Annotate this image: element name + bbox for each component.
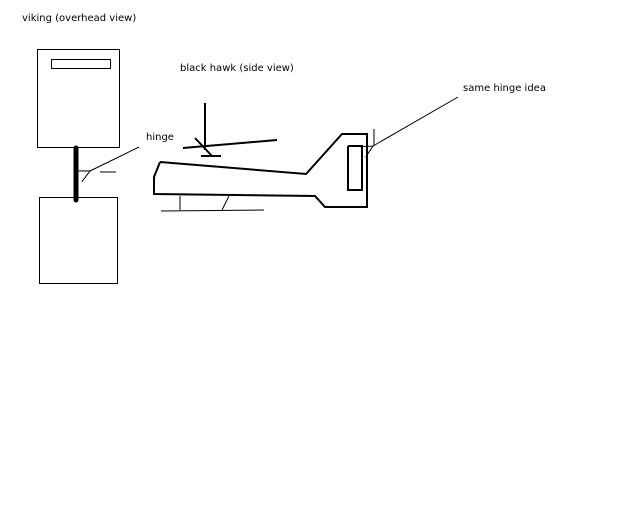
viking-drawing: [37, 49, 120, 284]
same-hinge-label: same hinge idea: [463, 83, 546, 94]
rotor-blade-short: [194, 137, 213, 157]
fuselage-outline: [153, 133, 368, 208]
rotor-blade-long: [182, 139, 278, 149]
landing-gear-rear: [221, 195, 230, 211]
viking-lower-section: [39, 197, 118, 284]
tail-hinge-block: [347, 145, 363, 191]
hinge-label: hinge: [146, 132, 174, 143]
hinge-arrow: [90, 146, 140, 171]
landing-skid: [160, 209, 265, 212]
blackhawk-label: black hawk (side view): [180, 63, 294, 74]
viking-upper-section: [37, 49, 120, 148]
blackhawk-drawing: [153, 103, 368, 212]
viking-label: viking (overhead view): [22, 13, 136, 24]
same-hinge-arrow: [373, 96, 459, 146]
viking-window-bar: [51, 59, 111, 69]
